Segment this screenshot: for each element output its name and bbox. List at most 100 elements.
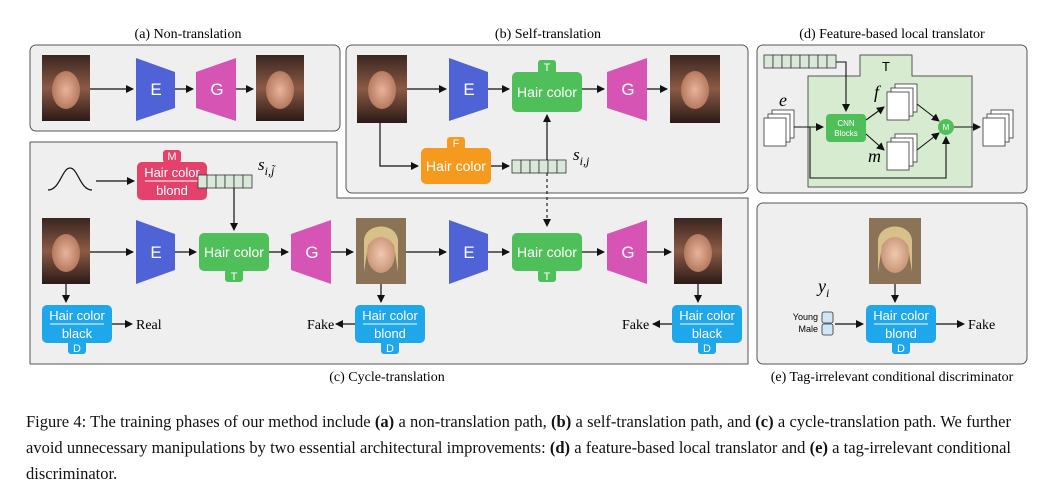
generator-block-a [196,58,236,121]
generator-block-c2 [607,220,647,284]
generator-block-b [607,58,647,121]
math-f: f [874,82,882,102]
face-image-a-output [256,55,304,121]
tag-young: Young [793,312,818,322]
output-fake-c2: Fake [307,318,334,333]
translator-tag-label-c2: T [544,271,551,283]
caption-text-2: a non-translation path, [394,412,552,431]
arrow-e-bypass [809,127,950,179]
cnn-label-2: Blocks [834,129,858,138]
translator-label-b: Hair color [517,84,577,100]
gaussian-icon [47,167,93,191]
caption-text-3: a self-translation path, and [571,412,756,431]
encoder-block-a [136,58,175,121]
disc-label-c2-b: blond [374,326,406,341]
face-image-a-input [42,55,90,121]
arrow-code-to-cnn [836,61,850,112]
encoder-label-b: E [463,80,474,99]
extractor-tag [447,137,465,150]
math-e: e [779,90,787,110]
output-fake-c3: Fake [622,318,649,333]
panel-a-title: (a) Non-translation [135,27,242,42]
arrow-f-to-merge [916,103,940,122]
translator-block-c2 [512,233,582,271]
disc-label-c3-a: Hair color [679,308,735,323]
disc-tag-c3 [698,341,716,354]
disc-label-c1-a: Hair color [49,308,105,323]
disc-tag-label-c2: D [386,343,394,355]
math-y-i: yi [816,276,829,300]
local-translator-tag: T [882,59,890,74]
arrow-cnn-to-f [865,106,885,121]
caption-text-1: Figure 4: The training phases of our met… [26,412,375,431]
disc-label-c1-b: black [62,326,93,341]
face-image-c-translated [356,218,406,284]
encoder-block-c2 [449,220,488,284]
style-code-d [763,54,837,69]
disc-tag-label-e: D [897,343,905,355]
merge-node [938,119,954,135]
disc-tag-c1 [68,341,86,354]
face-image-c-input [42,218,90,284]
face-image-e [869,218,921,284]
translator-tag-label-b: T [544,62,551,74]
translator-tag-label-c1: T [231,271,238,283]
generator-block-c1 [291,220,331,284]
feature-stack-e [763,109,795,147]
panel-b-title: (b) Self-translation [495,27,601,42]
mapping-tag-label: M [167,151,176,163]
style-code-b [511,159,567,174]
mapping-label-1: Hair color [144,165,200,180]
generator-label-a: G [210,80,223,99]
translator-tag-c2 [538,269,556,282]
panel-e-title: (e) Tag-irrelevant conditional discrimin… [771,370,1014,385]
generator-label-c2: G [621,243,634,262]
arrow-m-to-merge [916,132,940,151]
feature-stack-m [886,133,918,171]
face-image-c-reconstructed [674,218,722,284]
extractor-block [421,148,491,184]
cnn-label-1: CNN [837,119,855,128]
face-image-b-input [357,55,407,123]
generator-label-c1: G [305,243,318,262]
extractor-label: Hair color [426,158,486,174]
caption-ref-e: (e) [809,438,828,457]
condition-cell-1 [821,311,834,324]
encoder-block-b [449,58,488,121]
disc-label-e-b: blond [885,326,917,341]
caption-ref-c: (c) [755,412,774,431]
translator-label-c2: Hair color [517,244,577,260]
disc-tag-e [892,341,910,354]
disc-label-c3-b: black [692,326,723,341]
mapping-tag [163,150,181,163]
translator-label-c1: Hair color [204,244,264,260]
merge-label: M [943,123,950,132]
generator-label-b: G [621,80,634,99]
disc-tag-c2 [381,341,399,354]
translator-tag-c1 [225,269,243,282]
disc-label-e-a: Hair color [873,308,929,323]
extractor-tag-label: F [453,138,460,150]
feature-stack-f [886,83,918,121]
encoder-label-a: E [150,80,161,99]
math-s-ij: si,j [573,145,590,168]
translator-tag-b [538,60,556,74]
disc-tag-label-c3: D [703,343,711,355]
output-real: Real [136,318,162,333]
mapping-label-2: blond [156,183,188,198]
caption-text-4: a cycle-translation path. We further avo… [26,412,1011,457]
arrow-cnn-to-m [865,133,885,151]
math-s-ij-tilde: si,j̃ [258,155,276,178]
panel-c-title: (c) Cycle-translation [329,370,444,385]
caption-ref-d: (d) [549,438,571,457]
encoder-label-c1: E [150,243,161,262]
translator-block-b [512,72,582,112]
condition-cell-2 [821,323,834,336]
tag-male: Male [798,324,818,334]
translator-block-c1 [199,233,269,271]
disc-label-c2-a: Hair color [362,308,418,323]
figure-caption: Figure 4: The training phases of our met… [26,409,1011,487]
output-fake-e: Fake [968,318,995,333]
arrow-b-to-extractor [379,123,419,170]
